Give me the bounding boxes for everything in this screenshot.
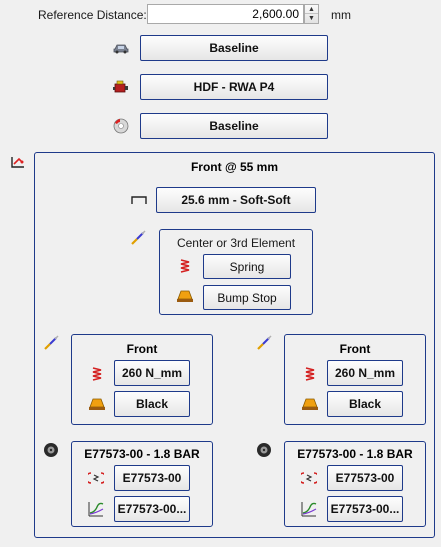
left-bumpstop-button[interactable]: Black xyxy=(114,391,190,417)
left-corner-title: Front xyxy=(126,342,158,356)
reference-distance-input[interactable]: 2,600.00 xyxy=(147,4,304,24)
damper-icon xyxy=(130,230,146,246)
spring-icon xyxy=(177,258,193,274)
spin-up-icon[interactable]: ▲ xyxy=(305,5,318,14)
damper-icon xyxy=(43,335,59,351)
tire-icon xyxy=(43,442,59,458)
right-tire-title: E77573-00 - 1.8 BAR xyxy=(297,447,413,461)
bump-stop-icon xyxy=(89,396,105,412)
right-tire-model-button[interactable]: E77573-00... xyxy=(327,496,403,522)
engine-icon xyxy=(113,79,129,95)
right-tire-stiffness-button[interactable]: E77573-00 xyxy=(327,465,403,491)
left-tire-title: E77573-00 - 1.8 BAR xyxy=(84,447,200,461)
brake-disc-icon xyxy=(113,118,129,134)
center-spring-button[interactable]: Spring xyxy=(203,254,291,279)
suspension-icon xyxy=(10,154,26,170)
ride-height-button[interactable]: 25.6 mm - Soft-Soft xyxy=(156,187,316,213)
left-spring-button[interactable]: 260 N_mm xyxy=(114,360,190,386)
reference-distance-spinner[interactable]: ▲ ▼ xyxy=(304,4,319,24)
damper-icon xyxy=(256,335,272,351)
reference-distance-label: Reference Distance: xyxy=(38,8,147,22)
car-setup-button[interactable]: Baseline xyxy=(140,35,328,61)
spin-down-icon[interactable]: ▼ xyxy=(308,15,315,22)
car-icon xyxy=(113,40,129,56)
engine-setup-button[interactable]: HDF - RWA P4 xyxy=(140,74,328,100)
bump-stop-icon xyxy=(302,396,318,412)
spring-icon xyxy=(89,366,105,382)
tire-icon xyxy=(256,442,272,458)
reference-distance-unit: mm xyxy=(331,8,351,22)
center-element-title: Center or 3rd Element xyxy=(176,236,296,250)
right-corner-title: Front xyxy=(339,342,371,356)
right-bumpstop-button[interactable]: Black xyxy=(327,391,403,417)
tire-curve-icon xyxy=(88,501,104,517)
tire-spring-icon xyxy=(301,470,317,486)
center-bumpstop-button[interactable]: Bump Stop xyxy=(203,285,291,310)
left-tire-stiffness-button[interactable]: E77573-00 xyxy=(114,465,190,491)
tire-curve-icon xyxy=(301,501,317,517)
bump-bracket-icon xyxy=(131,192,147,208)
right-spring-button[interactable]: 260 N_mm xyxy=(327,360,403,386)
bump-stop-icon xyxy=(177,288,193,304)
left-tire-model-button[interactable]: E77573-00... xyxy=(114,496,190,522)
front-group-title: Front @ 55 mm xyxy=(190,160,279,174)
spring-icon xyxy=(302,366,318,382)
brake-setup-button[interactable]: Baseline xyxy=(140,113,328,139)
tire-spring-icon xyxy=(88,470,104,486)
